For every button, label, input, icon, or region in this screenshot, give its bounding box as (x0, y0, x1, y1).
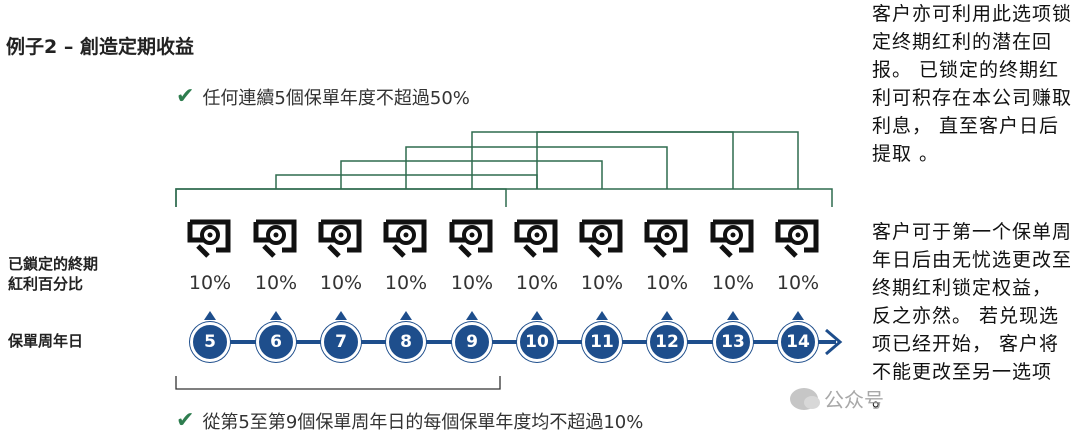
policy-anniversary-marker: 11 (582, 322, 622, 362)
check-icon: ✔ (176, 84, 195, 109)
check-icon: ✔ (176, 408, 195, 433)
locked-bonus-icon (446, 216, 498, 260)
top-condition-text: 任何連續5個保單年度不超過50% (202, 88, 470, 109)
side-note-top: 客户亦可利用此选项锁定终期红利的潜在回报。 已锁定的终期红利可积存在本公司赚取利… (872, 3, 1073, 165)
pointer-triangle-icon (466, 311, 478, 320)
watermark-text: 公众号 (824, 388, 884, 412)
locked-percentage: 10% (450, 272, 494, 294)
first-window-bracket (175, 376, 501, 390)
pointer-triangle-icon (792, 311, 804, 320)
locked-percentage: 10% (645, 272, 689, 294)
anniversary-label: 保單周年日 (8, 332, 84, 350)
bottom-condition: ✔ 從第5至第9個保單周年日的每個保單年度均不超過10% (176, 408, 643, 434)
locked-bonus-label-line1: 已鎖定的終期 (8, 255, 99, 273)
locked-bonus-icon (707, 216, 759, 260)
policy-anniversary-marker: 7 (321, 322, 361, 362)
pointer-triangle-icon (531, 311, 543, 320)
pointer-triangle-icon (596, 311, 608, 320)
locked-percentage: 10% (515, 272, 559, 294)
locked-bonus-icon (511, 216, 563, 260)
rolling-window-bracket (536, 131, 799, 189)
pointer-triangle-icon (270, 311, 282, 320)
locked-bonus-icon (315, 216, 367, 260)
bottom-condition-text: 從第5至第9個保單周年日的每個保單年度均不超過10% (202, 412, 644, 433)
locked-bonus-icon (576, 216, 628, 260)
timeline-arrow-icon (825, 328, 843, 356)
policy-anniversary-marker: 13 (713, 322, 753, 362)
policy-anniversary-marker: 8 (386, 322, 426, 362)
pointer-triangle-icon (204, 311, 216, 320)
policy-anniversary-marker: 12 (647, 322, 687, 362)
side-note-bottom: 客户可于第一个保单周年日后由无忧选更改至终期红利锁定权益， 反之亦然。 若兑现选… (872, 221, 1073, 411)
policy-anniversary-marker: 14 (778, 322, 818, 362)
locked-bonus-icon (641, 216, 693, 260)
locked-bonus-label: 已鎖定的終期 紅利百分比 (8, 254, 98, 294)
locked-bonus-icon (380, 216, 432, 260)
locked-percentage: 10% (188, 272, 232, 294)
policy-anniversary-marker: 6 (256, 322, 296, 362)
locked-bonus-icon (250, 216, 302, 260)
watermark: 公众号 (790, 384, 884, 413)
locked-bonus-label-line2: 紅利百分比 (8, 275, 84, 293)
policy-anniversary-marker: 9 (452, 322, 492, 362)
policy-anniversary-marker: 5 (190, 322, 230, 362)
locked-percentage: 10% (711, 272, 755, 294)
locked-percentage: 10% (254, 272, 298, 294)
locked-percentage: 10% (580, 272, 624, 294)
page-title: 例子2 – 創造定期收益 (6, 36, 194, 58)
locked-percentage: 10% (319, 272, 363, 294)
rolling-window-bracket (175, 188, 507, 207)
pointer-triangle-icon (400, 311, 412, 320)
locked-percentage: 10% (776, 272, 820, 294)
rolling-window-base (175, 188, 833, 207)
pointer-triangle-icon (661, 311, 673, 320)
wechat-icon (790, 387, 820, 410)
policy-anniversary-marker: 10 (517, 322, 557, 362)
locked-bonus-icon (184, 216, 236, 260)
pointer-triangle-icon (727, 311, 739, 320)
pointer-triangle-icon (335, 311, 347, 320)
locked-percentage: 10% (384, 272, 428, 294)
locked-bonus-icon (772, 216, 824, 260)
top-condition: ✔ 任何連續5個保單年度不超過50% (176, 84, 470, 110)
